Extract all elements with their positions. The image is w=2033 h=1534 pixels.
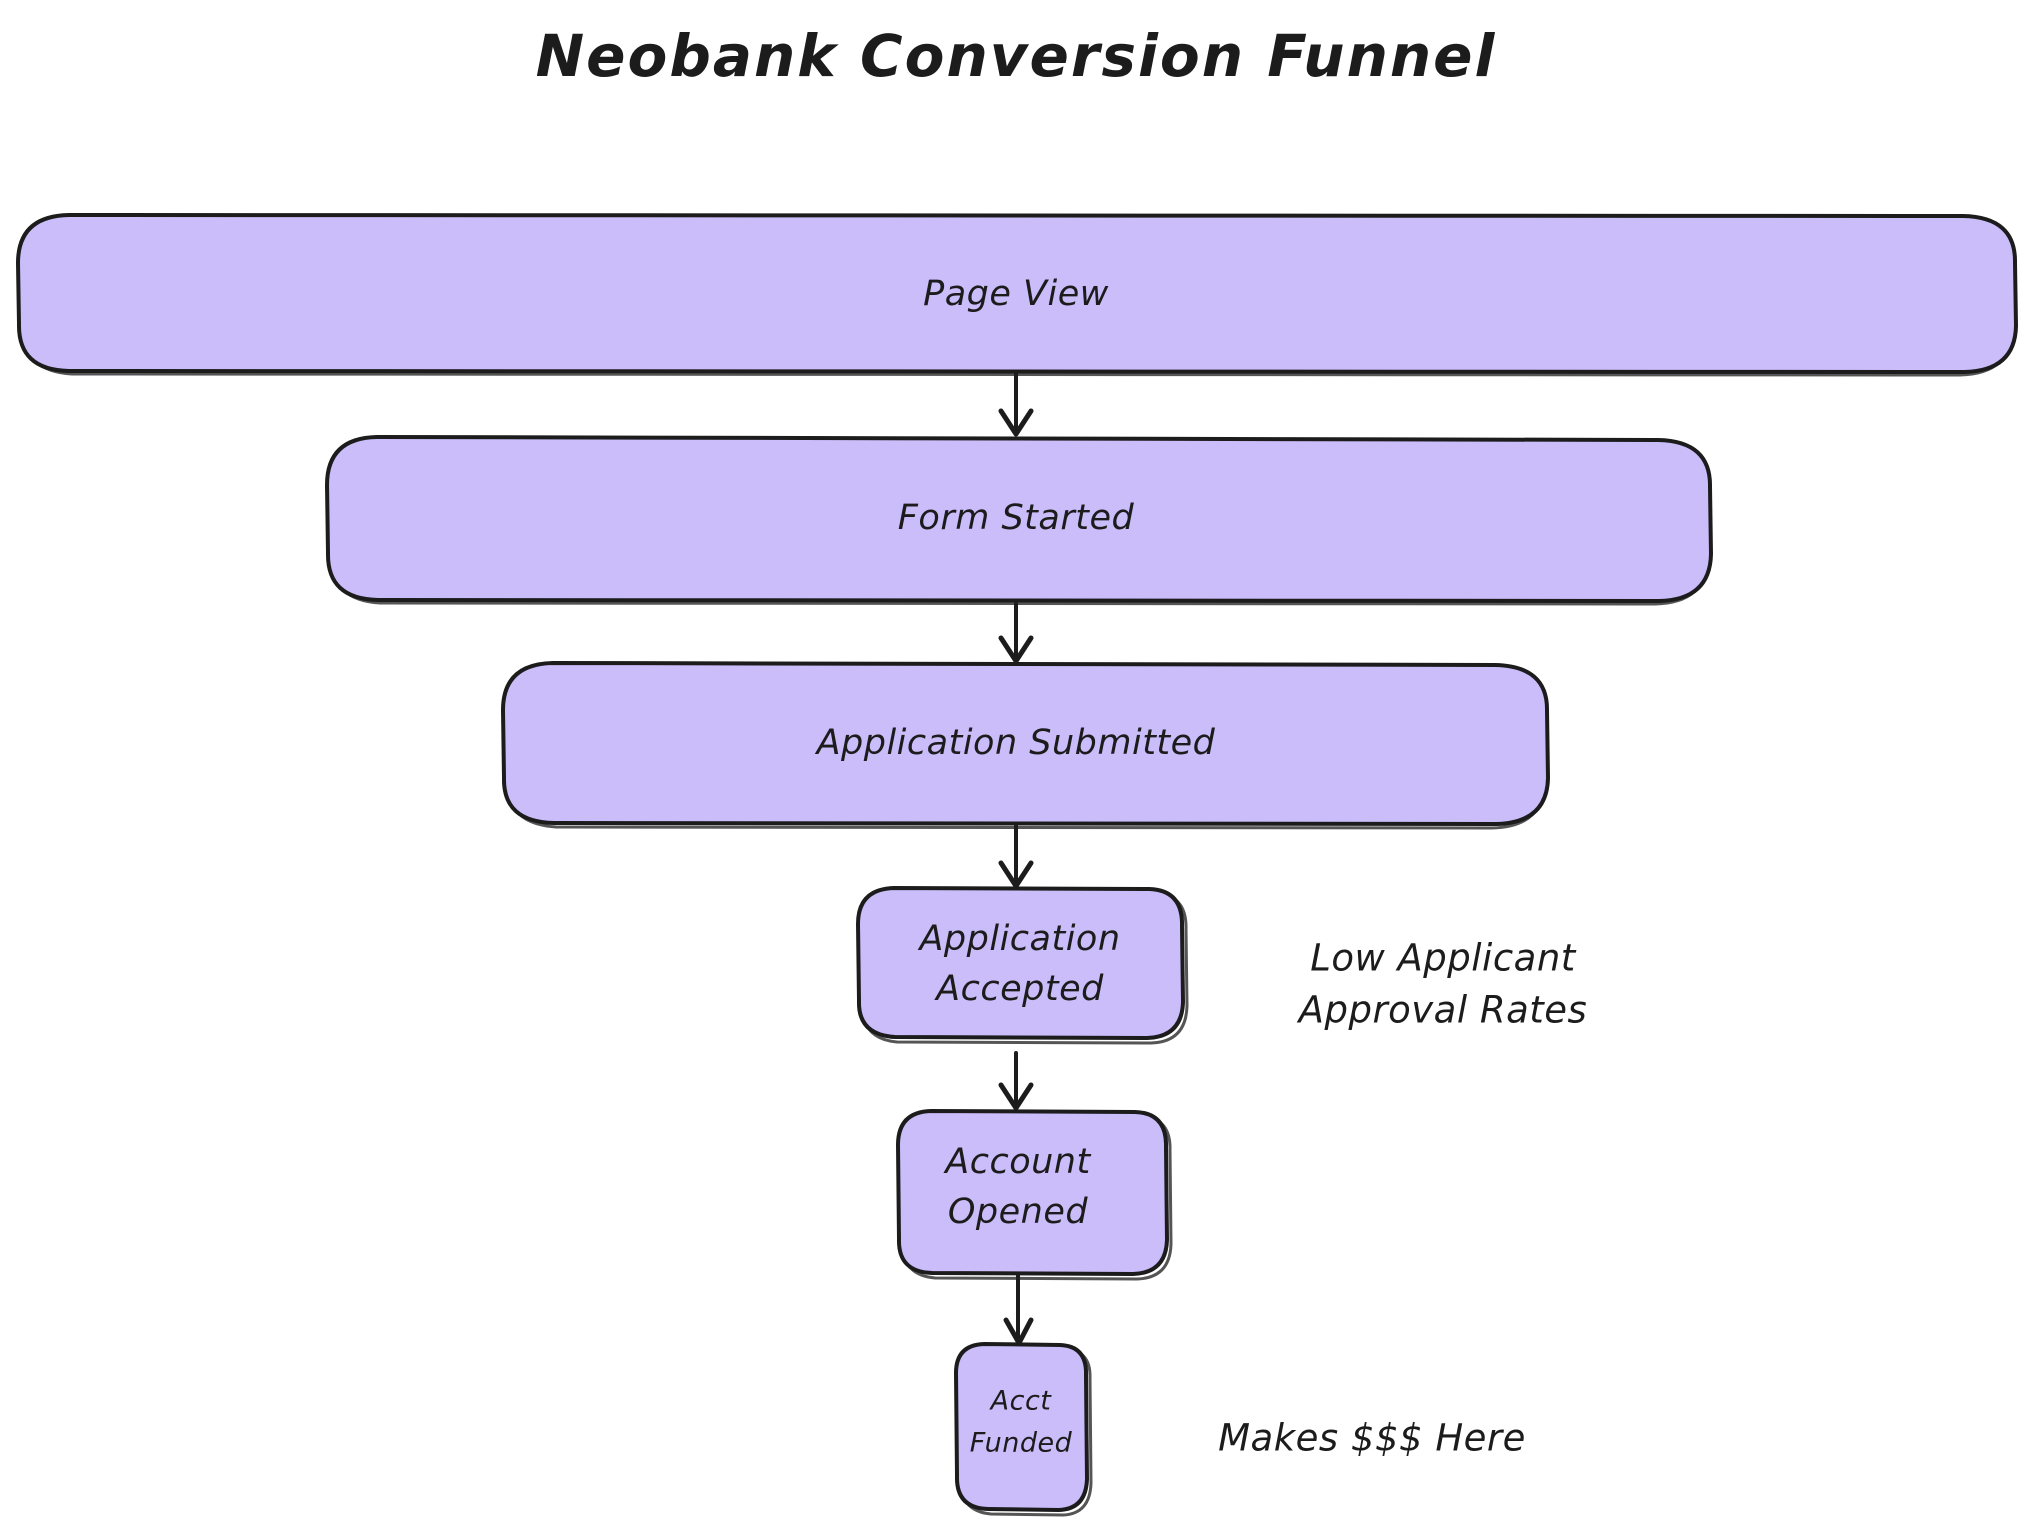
node-body [856,886,1185,1040]
node-form-started[interactable]: Form Started [325,435,1713,606]
annotation-makes-money-line1: Makes $$$ Here [1218,1417,1526,1460]
arrowhead-icon [998,635,1034,664]
node-acct-funded[interactable]: Acct Funded [954,1342,1093,1517]
arrowhead-icon [998,408,1034,437]
node-label-application-accepted-line1: Application [917,919,1120,959]
node-body [325,435,1713,603]
node-label-form-started: Form Started [898,498,1135,538]
node-body [954,1342,1089,1512]
arrowhead-icon [998,860,1034,889]
node-label-acct-funded-line1: Acct [989,1386,1053,1417]
arrowhead-icon [998,1082,1034,1111]
node-label-application-submitted: Application Submitted [815,723,1216,763]
node-body [896,1109,1169,1276]
node-body [501,661,1550,826]
edge-form-started-to-application-submitted [998,602,1034,664]
annotation-low-approval-rates: Low Applicant Approval Rates [1297,937,1588,1032]
node-label-page-view: Page View [923,274,1109,314]
edge-application-submitted-to-application-accepted [998,823,1034,889]
node-label-application-accepted-line2: Accepted [934,969,1104,1009]
edge-application-accepted-to-account-opened [998,1051,1034,1111]
edge-page-view-to-form-started [998,372,1034,437]
node-application-accepted[interactable]: Application Accepted [856,886,1189,1045]
node-label-acct-funded-line2: Funded [970,1428,1073,1459]
node-label-account-opened-line1: Account [943,1142,1091,1182]
annotation-makes-money-here: Makes $$$ Here [1218,1417,1526,1460]
page-title: Neobank Conversion Funnel [536,22,1497,90]
annotation-low-approval-line2: Approval Rates [1297,989,1588,1032]
annotation-low-approval-line1: Low Applicant [1310,937,1577,980]
node-account-opened[interactable]: Account Opened [896,1109,1173,1281]
node-page-view[interactable]: Page View [16,213,2018,377]
node-application-submitted[interactable]: Application Submitted [501,661,1550,830]
node-body [16,213,2018,374]
node-label-account-opened-line2: Opened [948,1192,1089,1232]
edge-account-opened-to-acct-funded [1003,1273,1034,1346]
